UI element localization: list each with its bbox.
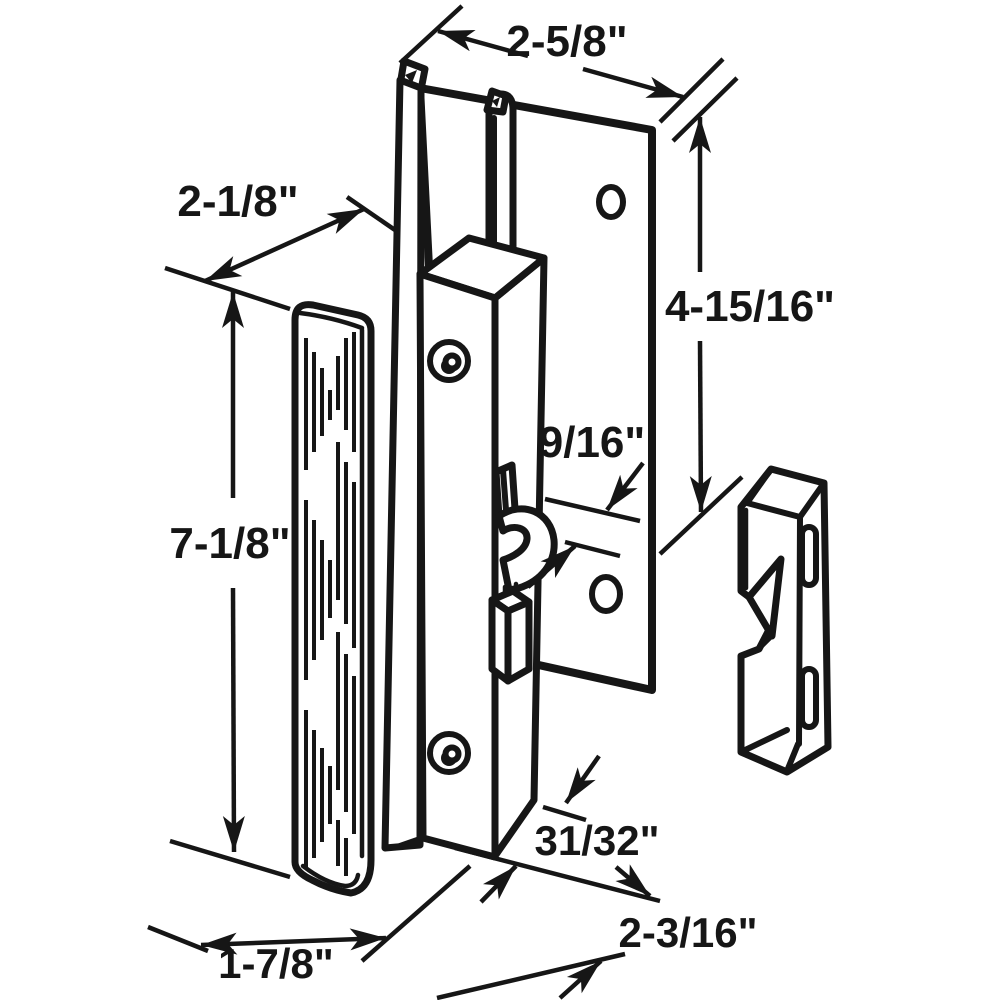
pull-handle-hatching xyxy=(304,332,364,876)
keeper-bracket xyxy=(737,465,832,776)
keeper-slot-bottom xyxy=(799,666,819,730)
dimension-label-handle-height: 7-1/8" xyxy=(169,519,290,568)
dimension-label-handle-depth: 1-7/8" xyxy=(218,940,334,987)
dimension-label-base-width: 2-3/16" xyxy=(618,909,757,956)
dimension-label-hook-offset: 31/32" xyxy=(534,817,659,864)
screw-bottom xyxy=(427,731,471,775)
flange-tab-shade xyxy=(492,97,500,107)
plate-flange xyxy=(483,87,517,272)
keeper-slot-top xyxy=(799,524,819,588)
dimension-handle-depth: 1-7/8" xyxy=(147,864,472,987)
channel-strip xyxy=(381,76,425,852)
dimension-top-width: 2-5/8" xyxy=(398,4,739,143)
dimension-handle-offset: 2-1/8" xyxy=(164,177,397,312)
dimension-latch-gap: 9/16" xyxy=(526,418,646,589)
plate-tab-shade xyxy=(405,70,417,83)
dimension-base-width: 2-3/16" xyxy=(436,864,758,1000)
dimension-handle-height: 7-1/8" xyxy=(169,292,291,880)
dimension-label-top-width: 2-5/8" xyxy=(506,17,627,66)
pull-handle xyxy=(291,301,375,897)
latch-stem-side xyxy=(504,598,533,685)
dimension-hook-offset: 31/32" xyxy=(454,754,661,904)
channel-face xyxy=(381,76,425,852)
dimension-label-handle-offset: 2-1/8" xyxy=(177,177,298,226)
dimension-plate-height: 4-15/16" xyxy=(658,117,835,556)
keeper-notch xyxy=(745,555,785,640)
plate-screw-hole-bottom xyxy=(589,574,623,614)
handle-body-bottom-chamfer xyxy=(397,835,426,849)
latch-hook-curl xyxy=(495,505,558,594)
plate-screw-hole-top xyxy=(596,184,626,220)
screw-top xyxy=(427,339,471,383)
latch-hook xyxy=(488,461,558,685)
handle-body xyxy=(397,234,548,861)
dimension-label-plate-height: 4-15/16" xyxy=(665,282,835,331)
dimension-label-latch-gap: 9/16" xyxy=(539,418,646,467)
